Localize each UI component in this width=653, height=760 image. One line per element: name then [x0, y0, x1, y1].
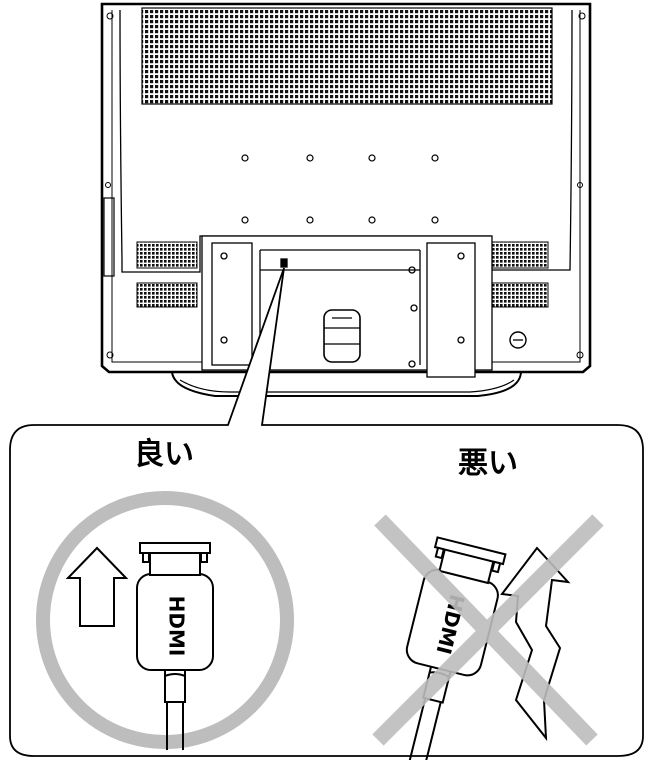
terminal-area — [201, 235, 527, 378]
straight-up-arrow-icon — [65, 546, 129, 627]
hdmi-logo-good: HDMI — [165, 596, 189, 657]
label-good: 良い — [134, 437, 194, 472]
top-grille — [141, 7, 553, 105]
side-grilles — [136, 241, 549, 308]
hdmi-connector-good — [136, 542, 214, 750]
good-circle-marker — [36, 491, 294, 749]
wall-mount-holes — [241, 154, 439, 224]
cross-mark-icon — [372, 514, 604, 746]
label-bad: 悪い — [458, 446, 518, 481]
